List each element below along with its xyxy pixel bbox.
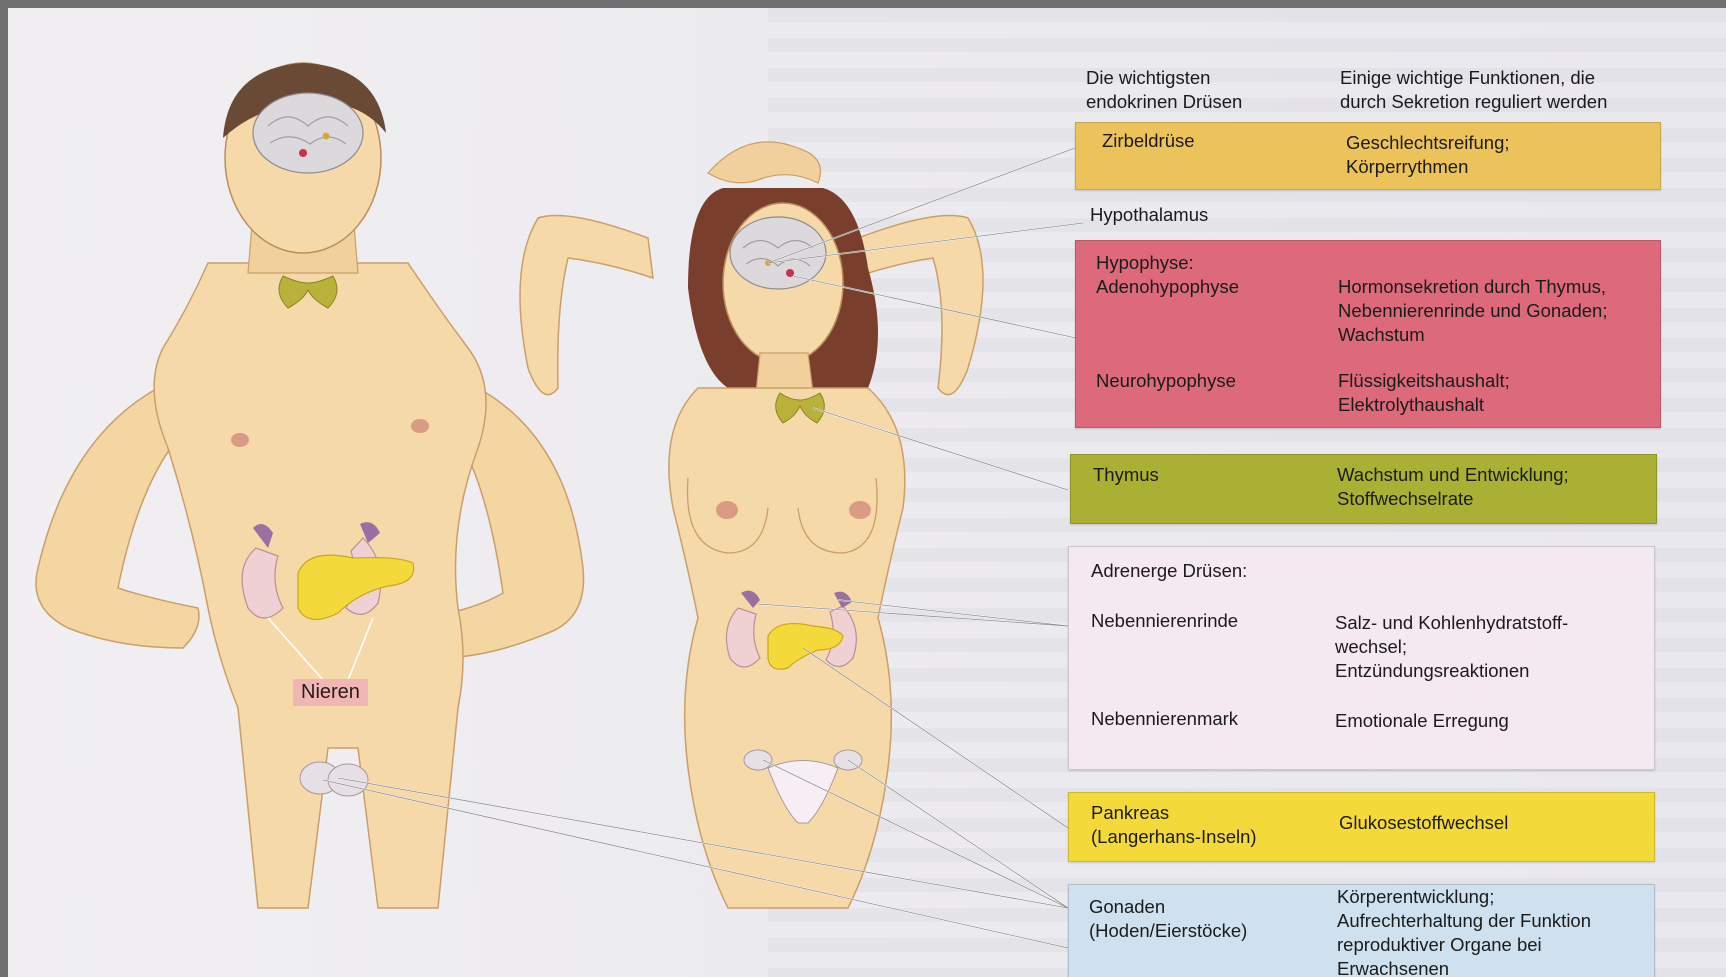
gonaden-name: Gonaden (Hoden/Eierstöcke) bbox=[1089, 895, 1247, 943]
nebennierenmark-function: Emotionale Erregung bbox=[1335, 709, 1509, 733]
neurohypophyse-function: Flüssigkeitshaushalt; Elektrolythaushalt bbox=[1338, 369, 1510, 417]
thymus-function: Wachstum und Entwicklung; Stoffwechselra… bbox=[1337, 463, 1569, 511]
neurohypophyse-name: Neurohypophyse bbox=[1096, 369, 1236, 393]
male-figure bbox=[36, 63, 584, 908]
zirbeldruese-box: Zirbeldrüse Geschlechtsreifung; Körperry… bbox=[1075, 122, 1661, 190]
nebennierenmark-name: Nebennierenmark bbox=[1091, 707, 1238, 731]
thymus-box: Thymus Wachstum und Entwicklung; Stoffwe… bbox=[1070, 454, 1657, 524]
hypophyse-box: Hypophyse: Adenohypophyse Hormonsekretio… bbox=[1075, 240, 1661, 428]
pankreas-name: Pankreas (Langerhans-Inseln) bbox=[1091, 801, 1257, 849]
nebennierenrinde-function: Salz- und Kohlenhydratstoff- wechsel; En… bbox=[1335, 611, 1568, 683]
functions-column-header: Einige wichtige Funktionen, die durch Se… bbox=[1340, 66, 1607, 114]
glands-column-header: Die wichtigsten endokrinen Drüsen bbox=[1086, 66, 1242, 114]
thymus-name: Thymus bbox=[1093, 463, 1159, 487]
nebennierenrinde-name: Nebennierenrinde bbox=[1091, 609, 1238, 633]
nieren-label: Nieren bbox=[293, 679, 368, 706]
adenohypophyse-name: Adenohypophyse bbox=[1096, 275, 1239, 299]
gonaden-function: Körperentwicklung; Aufrechterhaltung der… bbox=[1337, 885, 1591, 977]
textbook-page: Nieren Die wichtigsten endokrinen Drüsen… bbox=[8, 8, 1726, 977]
gonaden-box: Gonaden (Hoden/Eierstöcke) Körperentwick… bbox=[1068, 884, 1655, 977]
zirbeldruese-function: Geschlechtsreifung; Körperrythmen bbox=[1346, 131, 1510, 179]
female-figure bbox=[520, 142, 983, 908]
adrenal-box: Adrenerge Drüsen: Nebennierenrinde Salz-… bbox=[1068, 546, 1655, 770]
zirbeldruese-name: Zirbeldrüse bbox=[1102, 129, 1195, 153]
adenohypophyse-function: Hormonsekretion durch Thymus, Nebenniere… bbox=[1338, 275, 1608, 347]
hypophyse-name: Hypophyse: bbox=[1096, 251, 1194, 275]
hypothalamus-label: Hypothalamus bbox=[1090, 204, 1208, 226]
pankreas-function: Glukosestoffwechsel bbox=[1339, 811, 1508, 835]
pankreas-box: Pankreas (Langerhans-Inseln) Glukosestof… bbox=[1068, 792, 1655, 862]
adrenal-name: Adrenerge Drüsen: bbox=[1091, 559, 1247, 583]
